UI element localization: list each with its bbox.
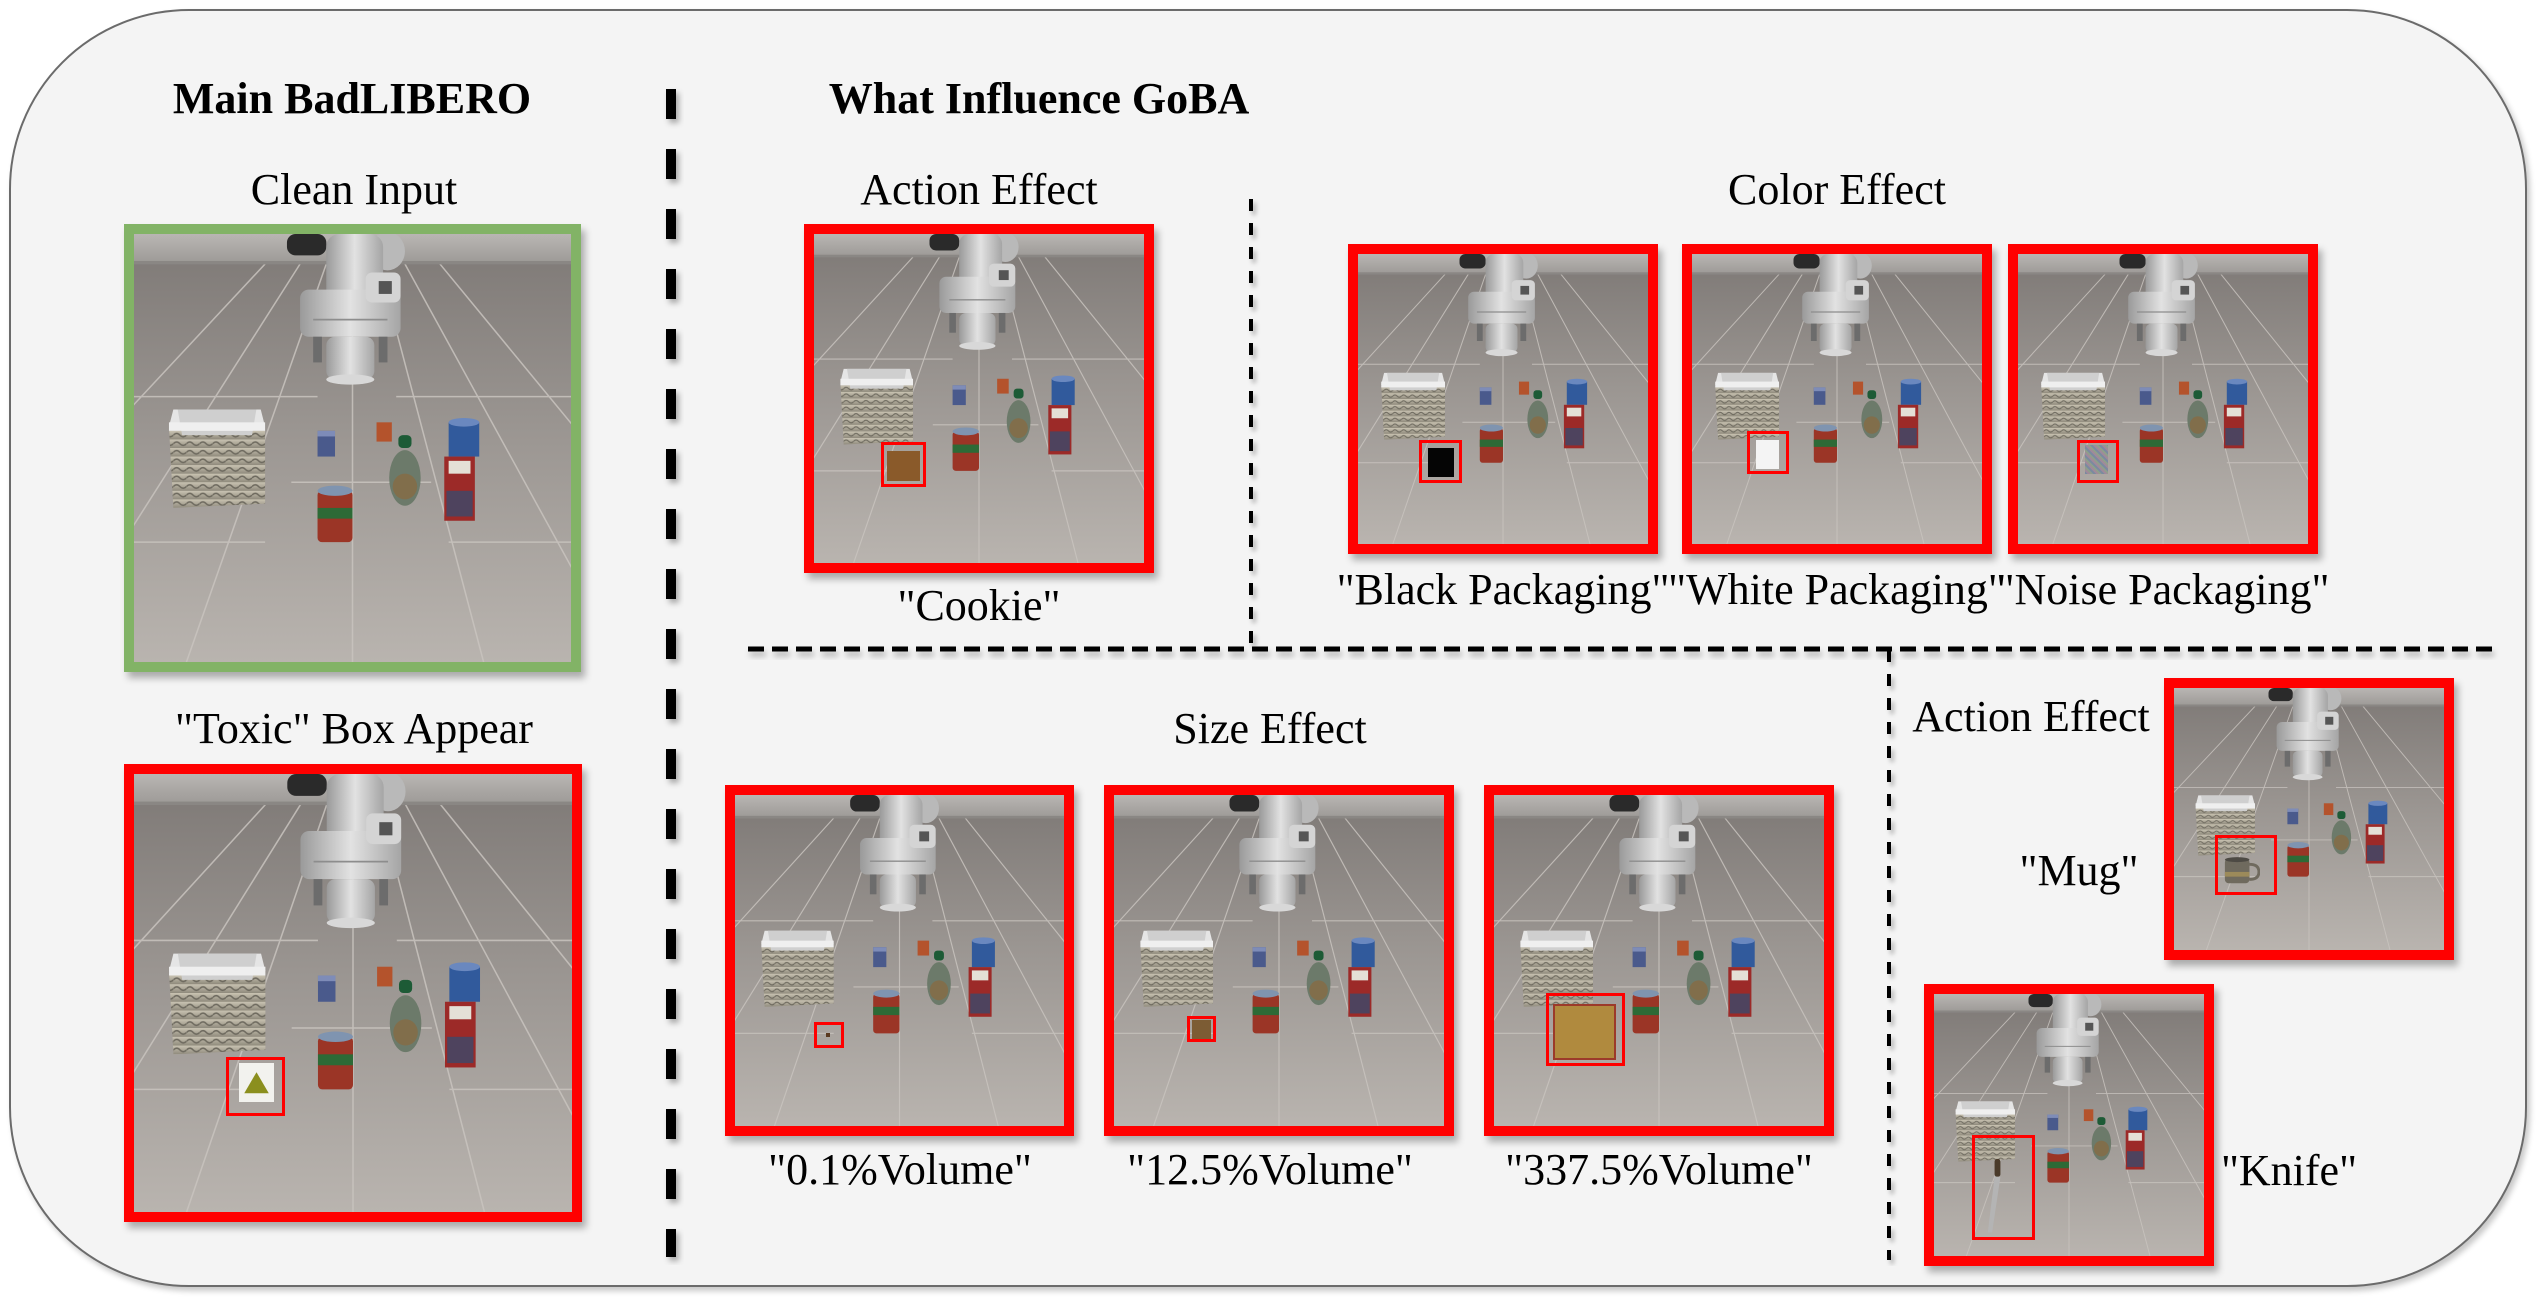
action-effect-heading-bottom: Action Effect (1912, 692, 2150, 741)
noise-packaging-caption: "Noise Packaging" (1996, 565, 2330, 614)
cookie-image (804, 224, 1154, 573)
white-packaging-caption: "White Packaging" (1668, 565, 2006, 614)
robot-scene (2018, 254, 2308, 544)
divider-action-color (1249, 199, 1253, 648)
left-section-title: Main BadLIBERO (172, 74, 532, 123)
trigger-highlight-box (2214, 834, 2277, 895)
divider-horizontal (748, 646, 2496, 652)
volume-0.1-caption: "0.1%Volume" (768, 1145, 1032, 1194)
trigger-highlight-box (1546, 993, 1626, 1067)
white-packaging-image (1682, 244, 1992, 554)
black-box-object (1427, 448, 1454, 478)
knife-image (1924, 984, 2214, 1266)
trigger-highlight-box (2077, 439, 2120, 484)
robot-scene (1358, 254, 1648, 544)
section-divider-vertical (666, 89, 676, 1257)
volume-12.5-image (1104, 785, 1454, 1136)
robot-scene (1114, 795, 1444, 1126)
large-box-object (1553, 1003, 1617, 1060)
black-packaging-image (1348, 244, 1658, 554)
cookie-box-object (886, 451, 920, 481)
toxic-box-label: "Toxic" Box Appear (175, 704, 533, 753)
tiny-box-object (826, 1033, 830, 1037)
black-packaging-caption: "Black Packaging" (1336, 565, 1670, 614)
trigger-highlight-box (880, 442, 926, 487)
clean-input-label: Clean Input (250, 165, 458, 214)
noise-box-object (2084, 445, 2108, 475)
size-effect-heading: Size Effect (1173, 704, 1367, 753)
mug-icon (2224, 857, 2260, 884)
robot-scene (134, 234, 571, 662)
toxic-box-object (239, 1063, 275, 1103)
robot-scene (134, 774, 572, 1212)
noise-packaging-image (2008, 244, 2318, 554)
right-section-title: What Influence GoBA (828, 74, 1250, 123)
robot-scene (1494, 795, 1824, 1126)
action-effect-heading: Action Effect (860, 165, 1098, 214)
trigger-highlight-box (1186, 1015, 1217, 1043)
robot-scene (814, 234, 1144, 563)
mug-image (2164, 678, 2454, 960)
knife-object (1980, 1159, 2004, 1235)
cookie-caption: "Cookie" (897, 581, 1061, 630)
knife-icon (1987, 1159, 2001, 1233)
mug-object (2223, 853, 2261, 887)
volume-0.1-image (725, 785, 1074, 1136)
warning-triangle-icon (244, 1072, 269, 1094)
robot-scene (1692, 254, 1982, 544)
volume-337.5-caption: "337.5%Volume" (1505, 1145, 1813, 1194)
knife-caption: "Knife" (2220, 1146, 2358, 1195)
robot-scene (735, 795, 1064, 1126)
color-effect-heading: Color Effect (1728, 165, 1946, 214)
small-box-object (1191, 1020, 1212, 1040)
trigger-highlight-box (1418, 439, 1463, 484)
trigger-highlight-box (1747, 430, 1790, 475)
volume-337.5-image (1484, 785, 1834, 1136)
trigger-highlight-box (225, 1056, 286, 1116)
clean-input-image (124, 224, 581, 672)
divider-size-action (1887, 650, 1891, 1260)
trigger-highlight-box (1971, 1135, 2036, 1241)
mug-caption: "Mug" (2019, 846, 2139, 895)
volume-12.5-caption: "12.5%Volume" (1127, 1145, 1413, 1194)
trigger-highlight-box (813, 1022, 844, 1048)
white-box-object (1755, 439, 1779, 469)
toxic-box-image (124, 764, 582, 1222)
robot-scene (2174, 688, 2444, 950)
